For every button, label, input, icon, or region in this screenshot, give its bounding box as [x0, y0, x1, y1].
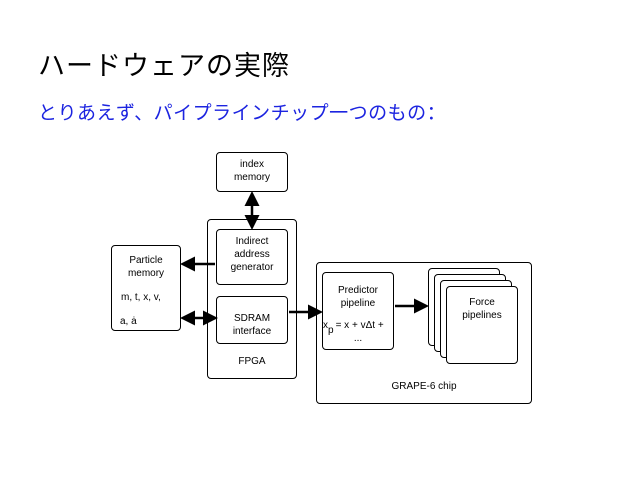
particle-memory-label-line2: memory [127, 268, 165, 279]
indirect-address-generator-label-line1: Indirect [235, 236, 269, 247]
particle-memory-label-line1: Particle [129, 255, 163, 266]
indirect-address-generator-box [216, 229, 288, 285]
formula-rhs: = x + vΔt + [335, 320, 384, 331]
force-pipelines-label-line2: pipelines [462, 310, 502, 321]
particle-memory-vars-line2: a, ȧ [120, 316, 137, 327]
formula-lhs: x [323, 320, 328, 331]
predictor-pipeline-label-line1: Predictor [337, 285, 378, 296]
page-title: ハードウェアの実際 [38, 51, 290, 82]
index-memory-box [216, 152, 288, 192]
predictor-formula-cont: ... [353, 333, 363, 344]
page-subtitle: とりあえず、パイプラインチップ一つのもの： [38, 102, 447, 124]
indirect-address-generator-label-line2: address [234, 249, 270, 260]
sdram-interface-box [216, 296, 288, 344]
particle-memory-box [111, 245, 181, 331]
indirect-address-generator-label-line3: generator [230, 262, 274, 273]
particle-memory-vars-line1: m, t, x, v, [121, 292, 161, 303]
fpga-label: FPGA [238, 356, 266, 367]
force-pipeline-stack-1 [446, 286, 518, 364]
predictor-pipeline-label-line2: pipeline [340, 298, 376, 309]
index-memory-label-line1: index [240, 159, 264, 170]
grape-chip-label: GRAPE-6 chip [391, 381, 457, 392]
sdram-interface-label-line1: SDRAM [233, 313, 271, 324]
predictor-formula: xp= x + vΔt + [323, 320, 384, 336]
sdram-interface-label-line2: interface [232, 326, 272, 337]
formula-subscript: p [328, 325, 334, 336]
force-pipelines-label-line1: Force [469, 297, 495, 308]
index-memory-label-line2: memory [233, 172, 271, 183]
predictor-pipeline-box [322, 272, 394, 350]
